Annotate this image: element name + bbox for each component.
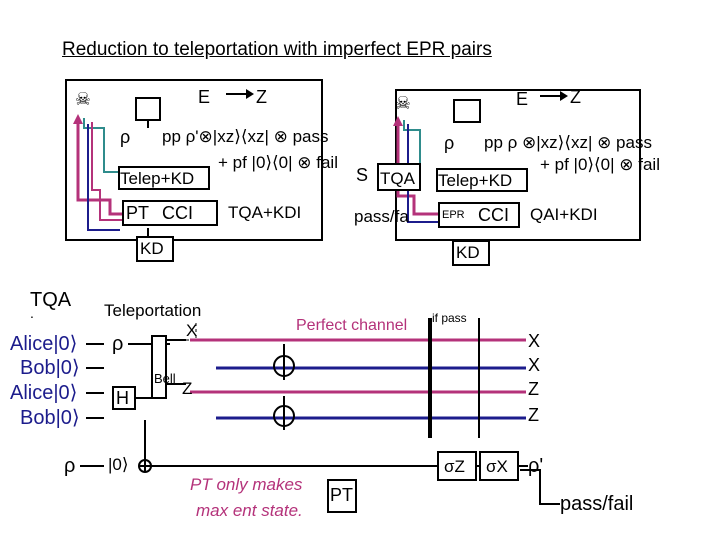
left-teal-wire [83, 118, 118, 173]
right-kd-box [452, 240, 490, 266]
teleport-x-label: X [186, 321, 198, 340]
input-alice-2: Alice|0⟩ [10, 382, 78, 404]
bottom-rho-label: ρ [64, 455, 76, 477]
right-cci-label: CCI [478, 205, 509, 225]
left-pt-cci-box [122, 200, 218, 226]
left-eve-label: E [198, 87, 211, 107]
left-top-box [135, 97, 161, 121]
right-epr-label: EPR [442, 209, 465, 221]
pt-box-label: PT [330, 485, 354, 505]
left-telep-kd-label: Telep+KD [120, 169, 195, 188]
left-state-line2: + pf |0⟩⟨0| ⊗ fail [218, 153, 338, 172]
left-state-line1: pp ρ'⊗|xz⟩⟨xz| ⊗ pass [162, 127, 329, 146]
if-pass-bracket [428, 318, 432, 438]
circuit-tqa-label: TQA [30, 289, 72, 311]
right-state-line1: pp ρ ⊗|xz⟩⟨xz| ⊗ pass [484, 133, 652, 152]
teleportation-label: Teleportation [104, 301, 202, 320]
cnot-target-1 [273, 355, 295, 377]
left-skull-icon: ☠ [74, 89, 92, 109]
if-pass-label: if pass [432, 311, 467, 325]
perfect-channel-label: Perfect channel [296, 317, 408, 334]
if-pass-bracket-2 [478, 318, 480, 438]
left-telep-kd-box [118, 166, 210, 190]
bell-label: Bell [154, 371, 176, 386]
right-epr-cci-box [438, 202, 520, 228]
right-rho-label: ρ [444, 133, 455, 153]
pt-box [327, 479, 357, 513]
left-pink-wire-1 [76, 120, 122, 216]
tqa-box [377, 163, 421, 191]
output-x-1: X [528, 331, 541, 351]
right-e-z-arrowhead [560, 91, 568, 101]
right-telep-kd-label: Telep+KD [438, 171, 513, 190]
h-gate [112, 386, 136, 410]
right-skull-icon: ☠ [394, 93, 412, 113]
cnot-target-2 [273, 405, 295, 427]
right-state-line2: + pf |0⟩⟨0| ⊗ fail [540, 155, 660, 174]
right-qai-kdi-label: QAI+KDI [530, 205, 598, 224]
sigma-x-box [479, 451, 519, 481]
left-panel-frame [65, 79, 323, 241]
right-s-label: S [356, 165, 369, 185]
sigma-x-label: σX [486, 457, 508, 476]
pass-fail-wire [520, 469, 560, 505]
bell-box [151, 335, 167, 399]
left-z-label: Z [256, 87, 267, 107]
sigma-z-label: σZ [444, 457, 465, 476]
left-tqa-kdi-label: TQA+KDI [228, 203, 302, 222]
input-bob-1: Bob|0⟩ [20, 357, 80, 379]
teleport-z-label: Z [182, 379, 193, 398]
pt-note-line2: max ent state. [196, 501, 303, 520]
rho-prime-label: ρ' [528, 455, 544, 477]
teleport-rho-label: ρ [112, 333, 124, 355]
pass-fail-label: pass/fail [560, 493, 634, 515]
output-z-2: Z [528, 405, 539, 425]
right-top-box [453, 99, 481, 123]
output-x-2: X [528, 355, 541, 375]
right-eve-label: E [516, 89, 529, 109]
left-navy-wire [87, 124, 120, 231]
right-z-label: Z [570, 87, 581, 107]
left-kd-label: KD [140, 239, 164, 258]
left-kd-box [136, 236, 174, 262]
right-kd-label: KD [456, 243, 480, 262]
page-title: Reduction to teleportation with imperfec… [62, 39, 492, 60]
left-pink-wire-2 [91, 122, 122, 221]
left-pink-arrowhead [73, 114, 83, 124]
circuit-dot: . [30, 305, 34, 321]
left-pt-label: PT [126, 203, 150, 223]
right-telep-kd-box [436, 168, 528, 192]
input-alice-1: Alice|0⟩ [10, 333, 78, 355]
right-pink-arrowhead [393, 116, 403, 126]
right-tqa-label: TQA [380, 169, 415, 188]
input-bob-2: Bob|0⟩ [20, 407, 80, 429]
ket0-label: |0⟩ [108, 455, 129, 474]
h-gate-label: H [116, 388, 129, 408]
left-e-z-arrowhead [246, 89, 254, 99]
sigma-z-box [437, 451, 477, 481]
pt-note-line1: PT only makes [190, 475, 303, 494]
right-pass-fail-label: pass/fa [354, 207, 409, 226]
output-z-1: Z [528, 379, 539, 399]
left-rho-label: ρ [120, 127, 131, 147]
right-navy-wire [407, 124, 438, 223]
left-cci-label: CCI [162, 203, 193, 223]
